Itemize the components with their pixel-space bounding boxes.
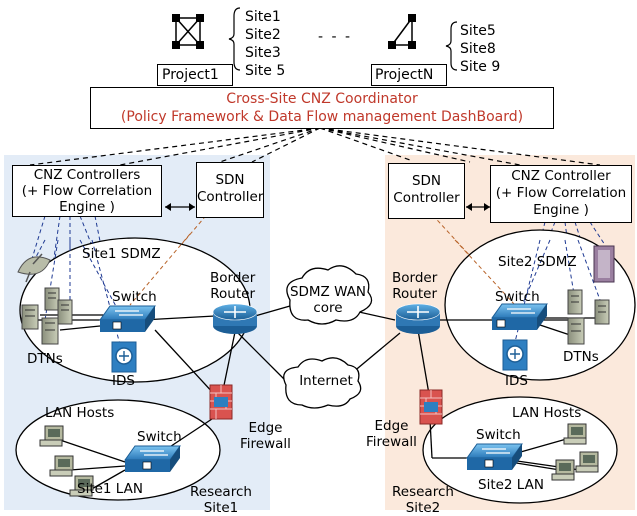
coordinator-links bbox=[29, 127, 601, 166]
border-router-left-line: Border bbox=[210, 270, 256, 286]
site2-sdn-controller-box: SDN Controller bbox=[388, 163, 465, 219]
satellite-dish-icon bbox=[17, 253, 51, 283]
research-site2-line: Site2 bbox=[405, 500, 441, 516]
coordinator-title: Cross-Site CNZ Coordinator bbox=[226, 91, 418, 107]
site1-cnz-line: CNZ Controllers bbox=[33, 167, 141, 183]
wan-cloud-line: core bbox=[313, 300, 343, 316]
site1-cnz-line: Engine ) bbox=[59, 199, 115, 215]
site1-switch-icon bbox=[99, 305, 156, 332]
site2-sdmz-label: Site2 SDMZ bbox=[498, 254, 577, 270]
site2-storage-icon bbox=[593, 245, 615, 283]
site1-sdn-link-inner bbox=[129, 233, 191, 306]
site2-cnz-line: Engine ) bbox=[533, 202, 589, 218]
projects-ellipsis: - - - bbox=[318, 29, 353, 45]
firewall-right-line: Edge bbox=[374, 418, 409, 434]
site1-dtns-label: DTNs bbox=[27, 351, 63, 367]
projectn-site: Site8 bbox=[460, 41, 496, 57]
project1-box: Project1 bbox=[157, 64, 233, 86]
site1-sdn-line: SDN bbox=[215, 172, 245, 188]
firewall-left-line: Firewall bbox=[240, 436, 291, 452]
projectn-graph-icon bbox=[388, 14, 416, 49]
border-router-left-line: Router bbox=[210, 286, 255, 302]
firewall-left-icon bbox=[209, 384, 233, 420]
site2-lan-hosts-label: LAN Hosts bbox=[512, 405, 582, 421]
site2-switch-icon bbox=[491, 303, 548, 330]
cnz-coordinator-box: Cross-Site CNZ Coordinator (Policy Frame… bbox=[90, 87, 554, 129]
projectn-sites: Site5 Site8 Site 9 bbox=[460, 22, 500, 76]
firewall-right-label: Edge Firewall bbox=[366, 418, 417, 450]
site1-ids-icon bbox=[111, 341, 137, 373]
site1-switch-label: Switch bbox=[112, 289, 157, 305]
site2-lan-switch-label: Switch bbox=[476, 427, 521, 443]
wan-cloud-label: SDMZ WAN core bbox=[288, 284, 368, 316]
site2-lan-hosts-icon bbox=[551, 423, 599, 481]
research-site1-line: Site1 bbox=[203, 500, 239, 516]
project1-label: Project1 bbox=[162, 67, 219, 83]
projectn-site: Site5 bbox=[460, 23, 496, 39]
firewall-left-label: Edge Firewall bbox=[240, 420, 291, 452]
border-router-right-label: Border Router bbox=[392, 270, 437, 302]
internet-cloud-icon bbox=[283, 357, 362, 409]
site1-lan-switch-icon bbox=[124, 445, 181, 472]
site2-lan-switch-icon bbox=[466, 443, 523, 470]
site1-lan-switch-label: Switch bbox=[137, 429, 182, 445]
site1-lan-hosts-label: LAN Hosts bbox=[45, 405, 115, 421]
coordinator-subtitle: (Policy Framework & Data Flow management… bbox=[120, 109, 524, 125]
project1-site: Site2 bbox=[245, 27, 281, 43]
project1-site: Site 5 bbox=[245, 63, 286, 79]
site2-dtns-label: DTNs bbox=[563, 349, 599, 365]
research-site1-line: Research bbox=[190, 484, 252, 500]
border-router-right-line: Router bbox=[392, 286, 437, 302]
project1-site: Site1 bbox=[245, 9, 281, 25]
site1-sdn-line: Controller bbox=[197, 189, 264, 205]
site2-dtn-servers-icon bbox=[567, 289, 610, 345]
project1-sites: Site1 Site2 Site3 Site 5 bbox=[245, 8, 285, 80]
site2-lan-label: Site2 LAN bbox=[478, 477, 544, 493]
projectn-box: ProjectN bbox=[371, 64, 447, 86]
site1-sdn-controller-box: SDN Controller bbox=[196, 162, 264, 218]
site1-lan-hosts-icon bbox=[39, 425, 94, 497]
site2-ids-icon bbox=[502, 339, 528, 371]
wan-cloud-icon bbox=[286, 265, 373, 325]
project1-graph-icon bbox=[172, 14, 204, 49]
projectn-site: Site 9 bbox=[460, 59, 501, 75]
site1-ids-label: IDS bbox=[112, 373, 135, 389]
site1-dtn-servers-icon bbox=[21, 287, 73, 345]
project1-brace bbox=[228, 7, 241, 71]
research-site1-label: Research Site1 bbox=[190, 484, 252, 516]
firewall-left-line: Edge bbox=[248, 420, 283, 436]
site2-cnz-line: (+ Flow Correlation bbox=[495, 185, 627, 201]
site1-cnz-line: (+ Flow Correlation bbox=[21, 183, 153, 199]
site1-cnz-controllers-box: CNZ Controllers (+ Flow Correlation Engi… bbox=[12, 165, 162, 217]
site2-sdn-link-inner bbox=[454, 239, 516, 306]
firewall-right-icon bbox=[419, 389, 443, 425]
border-router-left-icon bbox=[212, 303, 258, 334]
border-router-left-label: Border Router bbox=[210, 270, 255, 302]
projectn-brace bbox=[445, 21, 458, 71]
network-links bbox=[30, 305, 600, 491]
site2-cnz-line: CNZ Controller bbox=[511, 168, 611, 184]
site2-sdn-line: SDN bbox=[411, 173, 442, 189]
site2-cnz-controller-box: CNZ Controller (+ Flow Correlation Engin… bbox=[490, 165, 632, 223]
site1-lan-label: Site1 LAN bbox=[77, 481, 143, 497]
research-site2-line: Research bbox=[392, 484, 454, 500]
research-site2-label: Research Site2 bbox=[392, 484, 454, 516]
wan-cloud-line: SDMZ WAN bbox=[289, 284, 367, 300]
site2-switch-label: Switch bbox=[495, 289, 540, 305]
site2-sdn-line: Controller bbox=[393, 190, 460, 206]
site2-ids-label: IDS bbox=[505, 373, 528, 389]
projectn-label: ProjectN bbox=[375, 67, 434, 83]
border-router-right-icon bbox=[395, 303, 441, 334]
firewall-right-line: Firewall bbox=[366, 434, 417, 450]
site1-sdmz-label: Site1 SDMZ bbox=[82, 246, 161, 262]
border-router-right-line: Border bbox=[392, 270, 438, 286]
internet-cloud-label: Internet bbox=[299, 373, 353, 389]
project1-site: Site3 bbox=[245, 45, 281, 61]
